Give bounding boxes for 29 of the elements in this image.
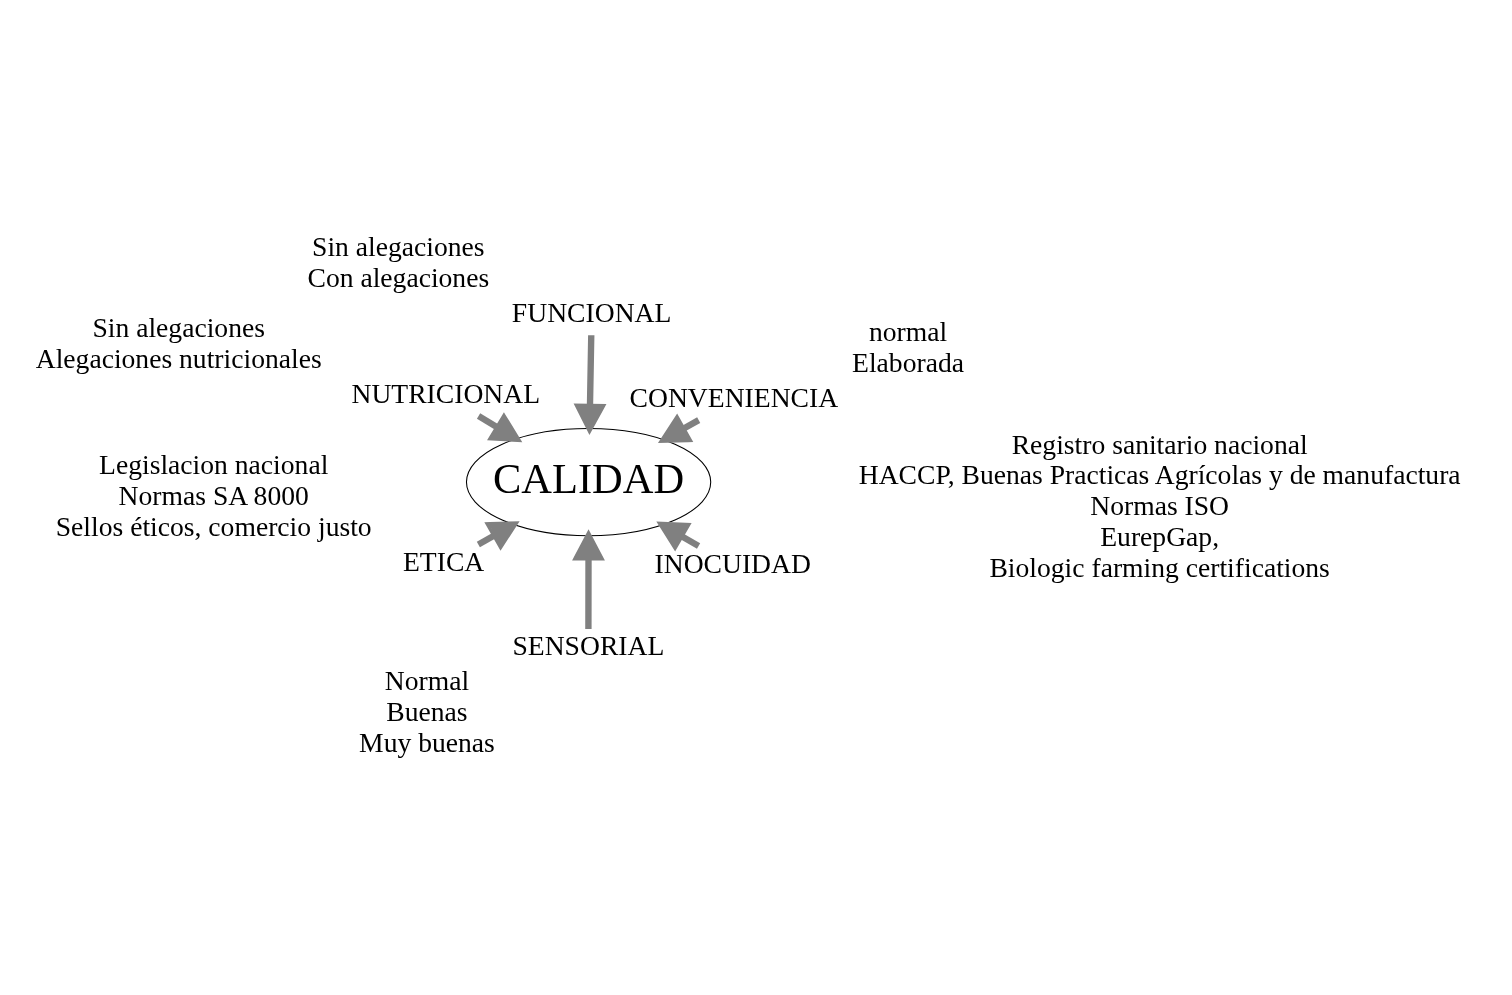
node-label: HACCP, Buenas Practicas Agrícolas y de manufactura: [858, 459, 1461, 491]
node-label: Alegaciones nutricionales: [35, 343, 322, 375]
node-label: Sin alegaciones: [92, 312, 265, 344]
node-ellipse: CALIDAD: [465, 427, 712, 537]
node-label: Con alegaciones: [307, 262, 490, 294]
arrow: [476, 521, 520, 551]
node-label: Normal: [384, 665, 470, 697]
node-label: normal: [868, 316, 948, 348]
node-label: Biologic farming certifications: [989, 551, 1330, 583]
node-label: Normas SA 8000: [118, 479, 309, 511]
node-text: NUTRICIONAL: [351, 378, 541, 410]
node-label: Normas ISO: [1090, 490, 1230, 522]
node-text: FUNCIONAL: [511, 297, 672, 329]
arrow: [476, 412, 523, 443]
node-label: EurepGap,: [1100, 521, 1220, 553]
node-label: Legislacion nacional: [99, 449, 329, 481]
node-label: Sellos éticos, comercio justo: [55, 510, 372, 542]
arrow: [657, 413, 701, 444]
arrow: [656, 521, 701, 552]
arrow: [573, 335, 607, 435]
node-label: Buenas: [386, 696, 468, 728]
node-label: Registro sanitario nacional: [1011, 428, 1308, 460]
node-text: CONVENIENCIA: [629, 382, 839, 413]
node-label: Elaborada: [852, 346, 964, 378]
node-label: Sin alegaciones: [312, 231, 485, 263]
node-text: SENSORIAL: [512, 630, 665, 662]
node-label: Muy buenas: [359, 727, 495, 759]
node-text: INOCUIDAD: [654, 547, 811, 579]
node-text: ETICA: [403, 545, 485, 577]
